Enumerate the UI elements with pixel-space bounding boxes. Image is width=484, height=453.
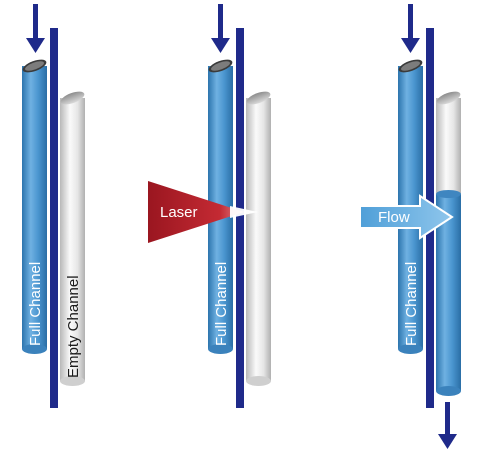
full-channel-tube — [22, 59, 47, 354]
full-channel-label: Full Channel — [27, 262, 44, 346]
outlet-arrow-icon — [438, 402, 457, 449]
empty-channel-tube — [246, 91, 271, 386]
flow-label: Flow — [378, 209, 410, 226]
laser-beam-icon — [148, 181, 258, 243]
flow-arrow-icon — [359, 194, 454, 240]
inlet-arrow-icon — [26, 4, 45, 53]
inlet-arrow-icon — [211, 4, 230, 53]
empty-channel-label: Empty Channel — [65, 275, 82, 378]
empty-channel-tube — [60, 91, 85, 386]
separator-bar — [50, 28, 58, 408]
separator-bar — [236, 28, 244, 408]
panel-flow: Flow Full Channel — [359, 4, 461, 449]
panel-laser: Laser Full Channel — [148, 4, 271, 408]
inlet-arrow-icon — [401, 4, 420, 53]
panel-empty-channel: Full Channel Empty Channel — [22, 4, 85, 408]
filling-channel-tube — [436, 91, 461, 396]
full-channel-label: Full Channel — [213, 262, 230, 346]
full-channel-label: Full Channel — [403, 262, 420, 346]
laser-label: Laser — [160, 204, 198, 221]
